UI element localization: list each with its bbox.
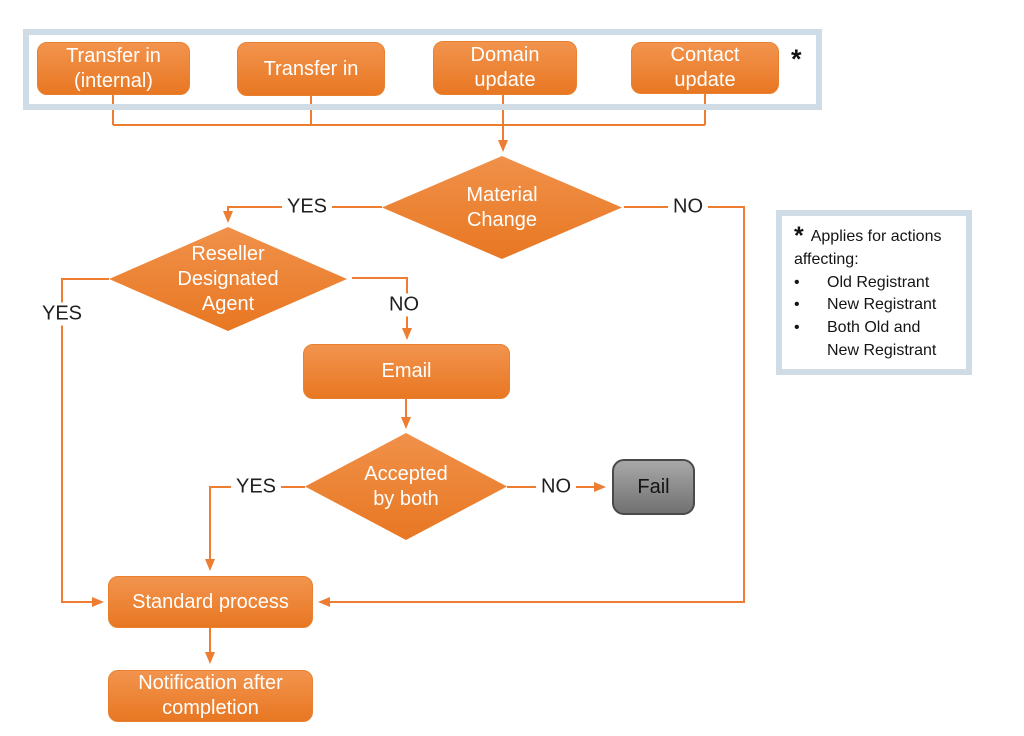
note-box: *Applies for actions affecting: • Old Re…: [776, 210, 972, 375]
bullet-icon: •: [794, 296, 800, 314]
note-heading-text: Applies for actions affecting:: [794, 228, 942, 268]
bullet-text: New Registrant: [827, 296, 937, 314]
edge-material-no: [318, 206, 745, 607]
group-asterisk: *: [791, 44, 802, 74]
label-accepted-no: NO: [536, 475, 576, 499]
node-transfer-in-internal: Transfer in (internal): [37, 42, 190, 95]
bullet-text: Both Old and New Registrant: [827, 319, 937, 359]
node-standard-process: Standard process: [108, 576, 313, 628]
bullet-icon: •: [794, 273, 800, 291]
label-material-no: NO: [668, 195, 708, 219]
bullet-text: Old Registrant: [827, 273, 930, 291]
node-domain-update: Domain update: [433, 41, 577, 95]
node-contact-update: Contact update: [631, 42, 779, 94]
label-accepted-yes: YES: [230, 475, 282, 499]
note-heading: *Applies for actions affecting:: [794, 224, 956, 272]
node-notification-after-completion: Notification after completion: [108, 670, 313, 722]
label-reseller-yes: YES: [36, 302, 88, 326]
note-bullet-old-registrant: • Old Registrant: [794, 272, 956, 295]
label-material-yes: YES: [281, 195, 333, 219]
note-bullet-both-registrants: • Both Old and New Registrant: [794, 317, 956, 362]
node-email: Email: [303, 344, 510, 399]
label-reseller-no: NO: [384, 293, 424, 317]
edge-accepted-yes: [205, 486, 305, 571]
edge-reseller-no: [352, 277, 412, 340]
note-asterisk-icon: *: [794, 222, 804, 250]
edge-reseller-yes: [61, 278, 109, 607]
bullet-icon: •: [794, 319, 800, 337]
note-bullet-new-registrant: • New Registrant: [794, 294, 956, 317]
node-fail: Fail: [612, 459, 695, 515]
trigger-group-frame: [23, 29, 822, 110]
node-transfer-in: Transfer in: [237, 42, 385, 96]
